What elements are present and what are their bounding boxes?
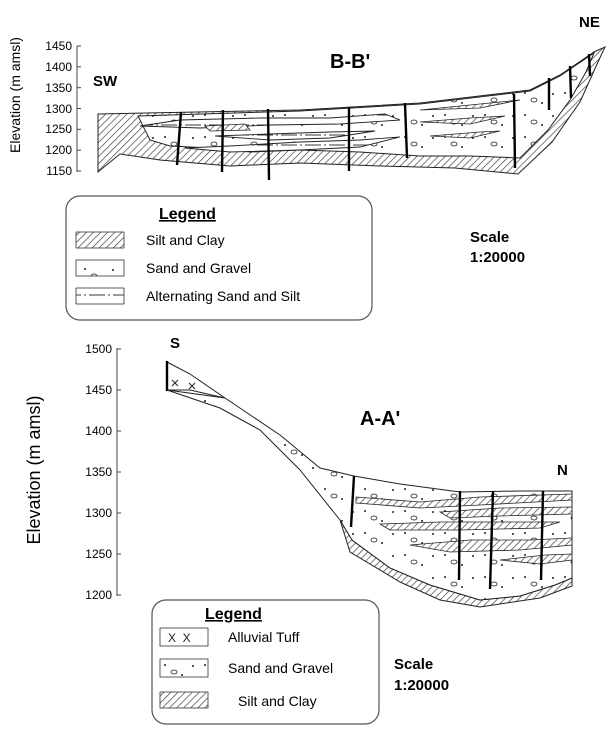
- bb-borehole: [266, 108, 271, 181]
- bb-clay-lens: [419, 115, 506, 125]
- section-aa: Elevation (m amsl) 1500 1450 1400 1350 1…: [24, 335, 573, 725]
- aa-borehole: [349, 475, 356, 528]
- aa-boreholes: [349, 475, 545, 590]
- bb-legend-swatch-sand-gravel: [75, 259, 125, 277]
- aa-y-axis-label: Elevation (m amsl): [24, 395, 44, 544]
- aa-section-title: A-A': [360, 408, 400, 430]
- bb-legend-item: Sand and Gravel: [146, 260, 251, 276]
- aa-scale-value: 1:20000: [394, 677, 449, 694]
- aa-clay-lens: [499, 553, 573, 565]
- bb-legend-item: Alternating Sand and Silt: [146, 288, 300, 304]
- bb-ne-label: NE: [579, 14, 600, 31]
- bb-clay-lens: [419, 99, 521, 111]
- bb-borehole: [403, 102, 409, 159]
- aa-tuff-marks: [171, 379, 196, 390]
- aa-borehole: [457, 490, 462, 581]
- bb-legend: Legend Silt and Clay Sand and Gravel Alt…: [65, 195, 373, 321]
- aa-borehole: [488, 490, 495, 590]
- bb-alternating-lens: [214, 130, 376, 141]
- bb-legend-swatch-silt-clay: [75, 231, 125, 249]
- aa-y-tick: 1200: [85, 588, 112, 602]
- aa-y-tick: 1500: [85, 342, 112, 356]
- bb-y-tick: 1250: [45, 122, 72, 136]
- aa-clay-lens: [438, 506, 573, 519]
- aa-legend-title: Legend: [205, 606, 262, 623]
- aa-clay-lens: [355, 493, 573, 509]
- bb-borehole: [512, 93, 517, 169]
- aa-y-tick: 1400: [85, 424, 112, 438]
- aa-legend-item: Alluvial Tuff: [228, 629, 299, 645]
- aa-n-label: N: [557, 462, 568, 479]
- section-bb: Elevation (m amsl) 1450 1400 1350 1300 1…: [7, 14, 607, 321]
- bb-legend-item: Silt and Clay: [146, 232, 225, 248]
- aa-clay-lens: [378, 521, 561, 531]
- bb-clay-lens: [429, 130, 501, 139]
- aa-y-tick: 1350: [85, 465, 112, 479]
- bb-y-tick: 1150: [46, 164, 72, 178]
- bb-y-tick: 1300: [45, 102, 72, 116]
- aa-y-tick: 1450: [85, 383, 112, 397]
- bb-legend-swatch-alternating: [75, 287, 125, 305]
- bb-alternating-lens: [184, 136, 401, 153]
- aa-y-tick: 1300: [85, 506, 112, 520]
- bb-borehole: [568, 65, 573, 99]
- bb-borehole: [587, 53, 592, 77]
- aa-legend-swatch-sand-gravel: [159, 658, 209, 678]
- bb-section-title: B-B': [330, 51, 370, 73]
- aa-legend: Legend X X Alluvial Tuff Sand and Gravel…: [151, 599, 380, 725]
- bb-legend-title: Legend: [159, 206, 216, 223]
- aa-y-tick: 1250: [85, 547, 112, 561]
- aa-borehole: [539, 490, 545, 581]
- aa-scale-label: Scale: [394, 656, 433, 673]
- bb-borehole: [175, 111, 183, 166]
- bb-sw-label: SW: [93, 73, 118, 90]
- bb-boreholes: [175, 53, 592, 181]
- bb-y-tick: 1350: [45, 81, 72, 95]
- bb-y-tick: 1400: [45, 60, 72, 74]
- bb-y-axis: 1450 1400 1350 1300 1250 1200 1150: [45, 39, 81, 178]
- aa-y-axis: 1500 1450 1400 1350 1300 1250 1200: [85, 342, 121, 602]
- aa-legend-item: Silt and Clay: [238, 693, 317, 709]
- bb-clay-lens: [204, 123, 251, 132]
- bb-y-tick: 1450: [45, 39, 72, 53]
- bb-y-tick: 1200: [45, 143, 72, 157]
- aa-legend-swatch-tuff: [159, 627, 209, 647]
- aa-legend-tuff-symbol: X X: [168, 631, 191, 645]
- bb-y-axis-label: Elevation (m amsl): [7, 37, 23, 153]
- bb-scale-value: 1:20000: [470, 249, 525, 266]
- bb-borehole: [220, 109, 225, 173]
- aa-legend-swatch-silt-clay: [159, 691, 209, 709]
- bb-scale-label: Scale: [470, 229, 509, 246]
- aa-s-label: S: [170, 335, 180, 352]
- aa-legend-item: Sand and Gravel: [228, 660, 333, 676]
